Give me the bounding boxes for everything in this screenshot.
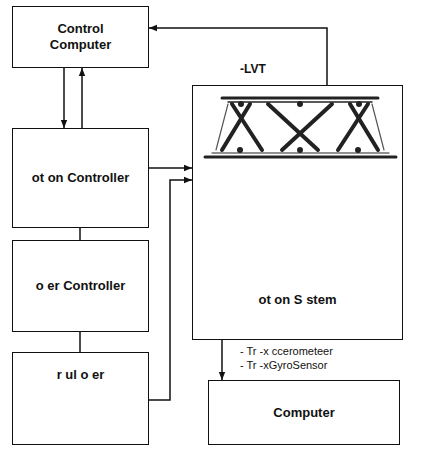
box-label: o er Controller [36, 278, 126, 294]
connector [79, 332, 81, 352]
connector [221, 340, 223, 380]
connector [149, 28, 327, 85]
box-label: Computer [273, 405, 334, 421]
signal-label: - Tr -xGyroSensor [238, 359, 329, 372]
connector [149, 180, 192, 400]
controller-box: ot on Controller [12, 128, 149, 228]
connector [149, 167, 192, 169]
signal-label: -LVT [238, 63, 268, 76]
box-label: ot on Controller [32, 170, 130, 186]
connector [79, 228, 81, 240]
box-label: Control Computer [31, 21, 131, 53]
box-label: r ul o er [57, 367, 105, 383]
power-box: r ul o er [12, 352, 149, 445]
connector [81, 68, 83, 128]
connector [63, 68, 65, 128]
computer-box: Control Computer [12, 6, 149, 68]
signal-label: - Tr -x ccerometeer [238, 345, 335, 358]
motion-system-box: ot on S stem [192, 85, 403, 340]
box-label: ot on S stem [258, 292, 336, 308]
controller-box: o er Controller [12, 240, 149, 332]
computer-box: Computer [208, 380, 400, 445]
